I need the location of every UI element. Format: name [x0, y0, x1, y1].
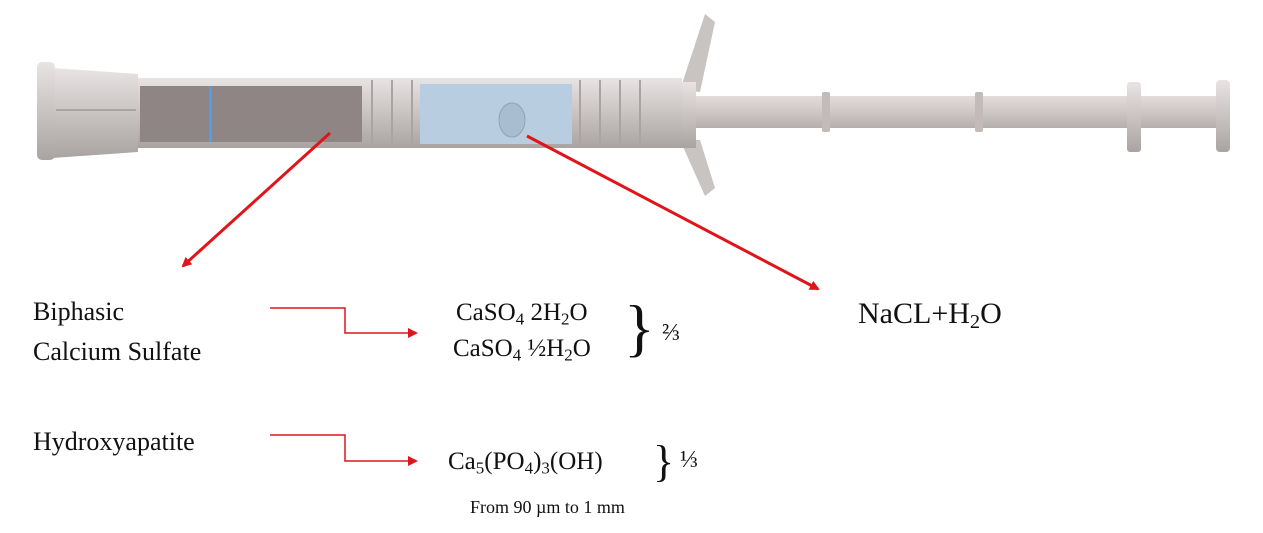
powder-chamber	[140, 86, 362, 142]
fraction-two-thirds: ⅔	[662, 320, 680, 346]
label-saline: NaCL+H2O	[858, 297, 1002, 334]
label-biphasic: Biphasic	[33, 297, 124, 326]
formula-calcium-sulfate-hemihydrate: CaSO4 ½H2O	[453, 335, 591, 365]
syringe-cap	[37, 62, 138, 160]
blue-marker-line	[209, 87, 212, 142]
brace: }	[624, 292, 655, 363]
plunger-rod	[688, 80, 1230, 152]
fraction-one-third: ⅓	[680, 447, 698, 473]
label-calcium-sulfate: Calcium Sulfate	[33, 337, 202, 366]
barrel-ribs	[371, 80, 641, 146]
connector-arrows	[270, 307, 418, 466]
finger-flange	[678, 14, 715, 196]
air-bubble	[498, 102, 526, 138]
liquid-chamber	[420, 84, 572, 144]
brace: }	[653, 437, 675, 486]
formula-hydroxyapatite: Ca5(PO4)3(OH)	[448, 448, 603, 478]
particle-size-note: From 90 µm to 1 mm	[470, 497, 625, 517]
formula-calcium-sulfate-dihydrate: CaSO4 2H2O	[456, 299, 588, 329]
pointer-arrows	[181, 131, 820, 291]
label-hydroxyapatite: Hydroxyapatite	[33, 427, 195, 456]
